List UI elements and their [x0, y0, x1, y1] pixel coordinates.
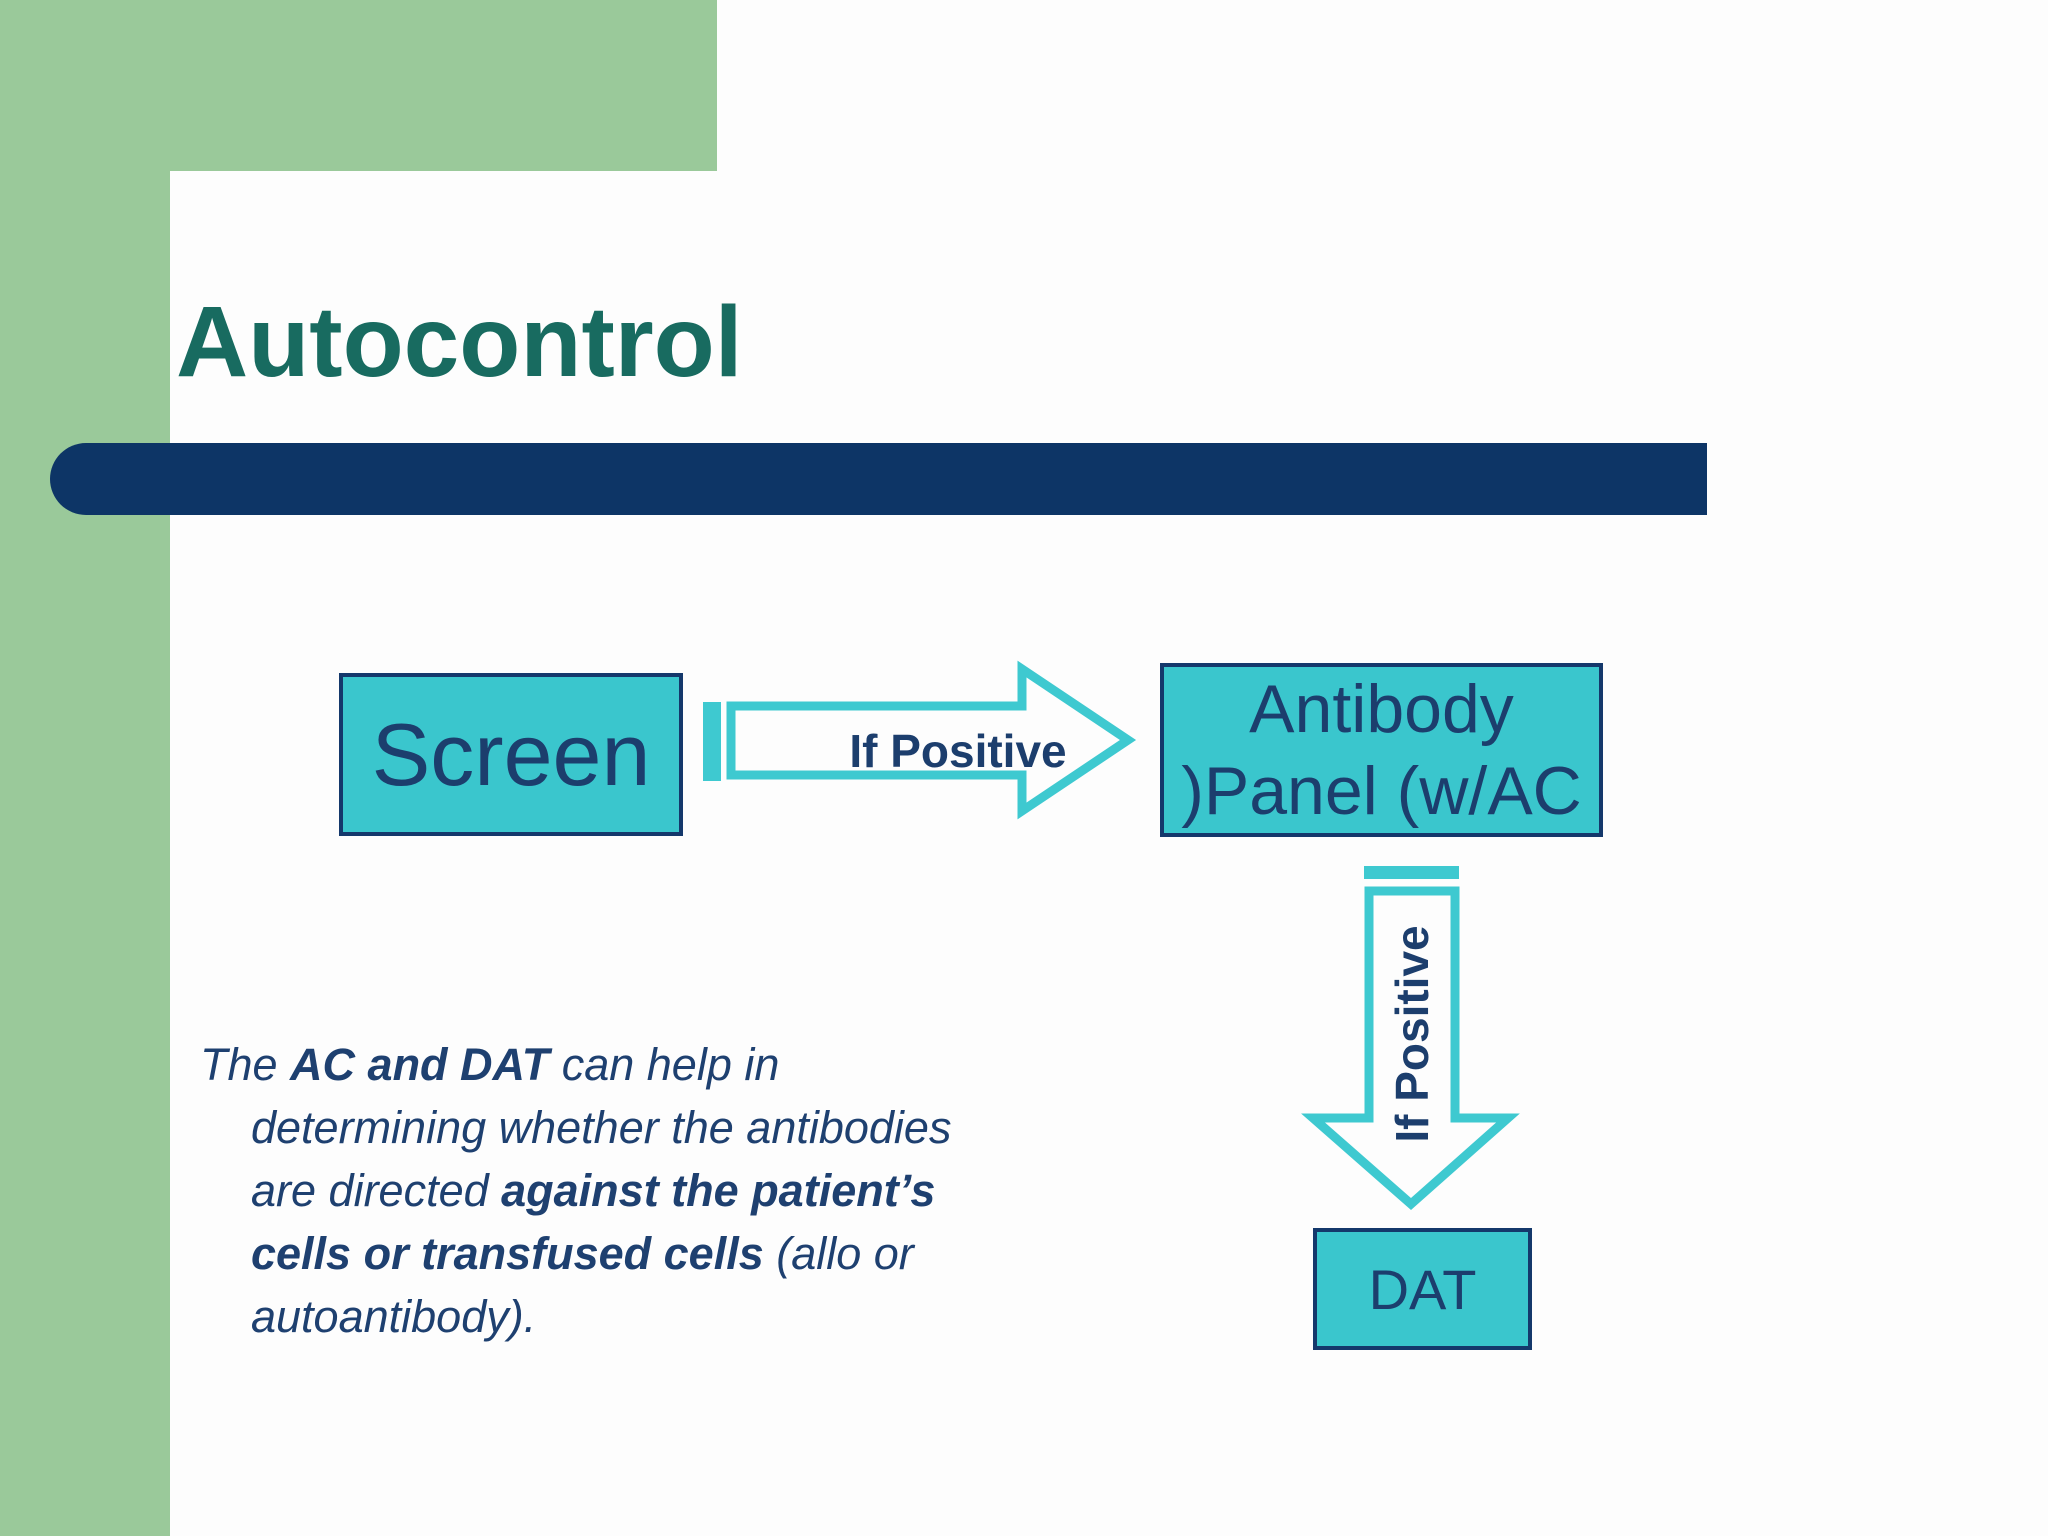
paragraph-text: determining whether the antibodies	[251, 1102, 952, 1153]
paragraph-bold-text: cells or transfused cells	[251, 1228, 764, 1279]
dat-box-label: DAT	[1368, 1257, 1477, 1321]
flowchart-screen-box: Screen	[339, 673, 683, 836]
right-arrow-icon	[703, 660, 1137, 820]
paragraph-text: autoantibody).	[251, 1291, 537, 1342]
paragraph-text: can help in	[549, 1039, 780, 1090]
panel-box-label-line1: Antibody	[1249, 671, 1514, 747]
green-background-left-column	[0, 0, 170, 1536]
paragraph-line-3: are directed against the patient’s	[200, 1159, 951, 1222]
paragraph-bold-text: AC and DAT	[290, 1039, 550, 1090]
paragraph-bold-text: against the patient’s	[501, 1165, 936, 1216]
title-divider-bar	[50, 443, 1707, 515]
screen-box-label: Screen	[371, 704, 651, 804]
flowchart-dat-box: DAT	[1313, 1228, 1532, 1350]
paragraph-line-1: The AC and DAT can help in	[200, 1033, 951, 1096]
paragraph-line-2: determining whether the antibodies	[200, 1096, 951, 1159]
page-title: Autocontrol	[176, 286, 743, 398]
paragraph-text: are directed	[251, 1165, 502, 1216]
panel-box-label-line2: )Panel (w/AC	[1181, 753, 1582, 829]
body-paragraph: The AC and DAT can help in determining w…	[200, 1033, 951, 1348]
paragraph-line-4: cells or transfused cells (allo or	[200, 1222, 951, 1285]
paragraph-text: (allo or	[763, 1228, 914, 1279]
paragraph-line-5: autoantibody).	[200, 1285, 951, 1348]
content-panel	[170, 172, 2048, 1536]
flowchart-antibody-panel-box: Antibody )Panel (w/AC	[1160, 663, 1603, 837]
paragraph-text: The	[200, 1039, 291, 1090]
right-arrow-label: If Positive	[849, 725, 1067, 777]
down-arrow-label: If Positive	[1386, 925, 1438, 1143]
down-arrow-icon	[1301, 866, 1520, 1211]
